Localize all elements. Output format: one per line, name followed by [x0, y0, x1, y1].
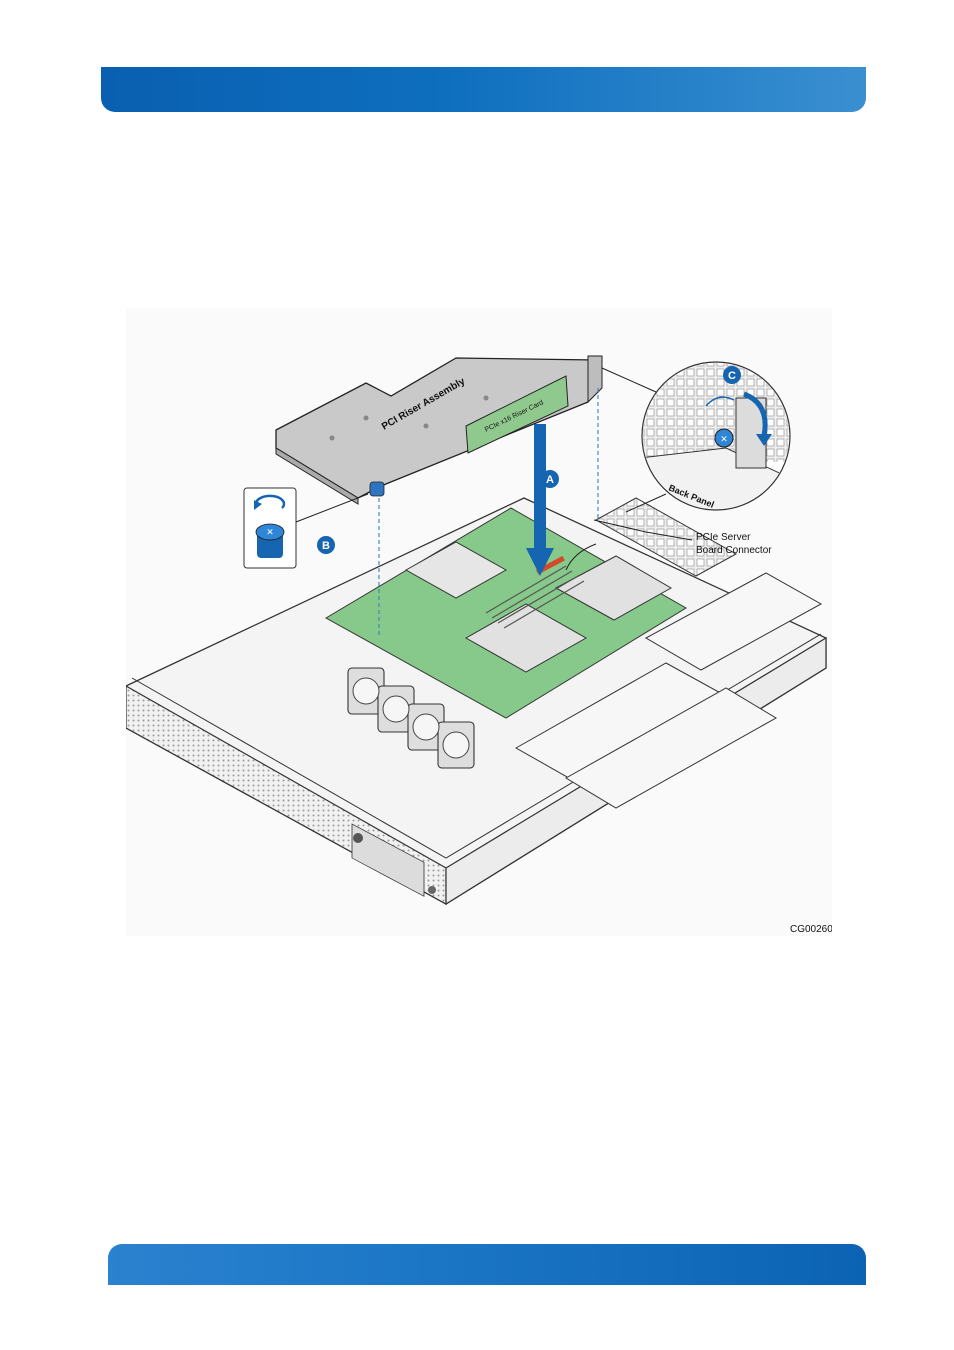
- callout-c-text: C: [728, 370, 736, 382]
- connector-label-line2: Board Connector: [696, 545, 772, 556]
- callout-b-text: B: [322, 540, 330, 552]
- riser-installation-figure: PCI Riser Assembly PCIe x16 Riser Card A…: [126, 308, 832, 936]
- install-arrow: [526, 424, 554, 576]
- footer-banner: [108, 1244, 866, 1285]
- callout-a-text: A: [546, 474, 554, 486]
- riser-screw: [370, 482, 384, 496]
- back-panel-detail-inset: ✕: [602, 362, 790, 512]
- figure-id: CG00260: [790, 924, 832, 935]
- header-banner: [101, 67, 866, 112]
- screw-detail-inset: ✕: [244, 488, 368, 568]
- thumbscrew-icon: ✕: [720, 435, 728, 445]
- screw-head-icon: ✕: [266, 528, 274, 538]
- connector-label-line1: PCIe Server: [696, 532, 751, 543]
